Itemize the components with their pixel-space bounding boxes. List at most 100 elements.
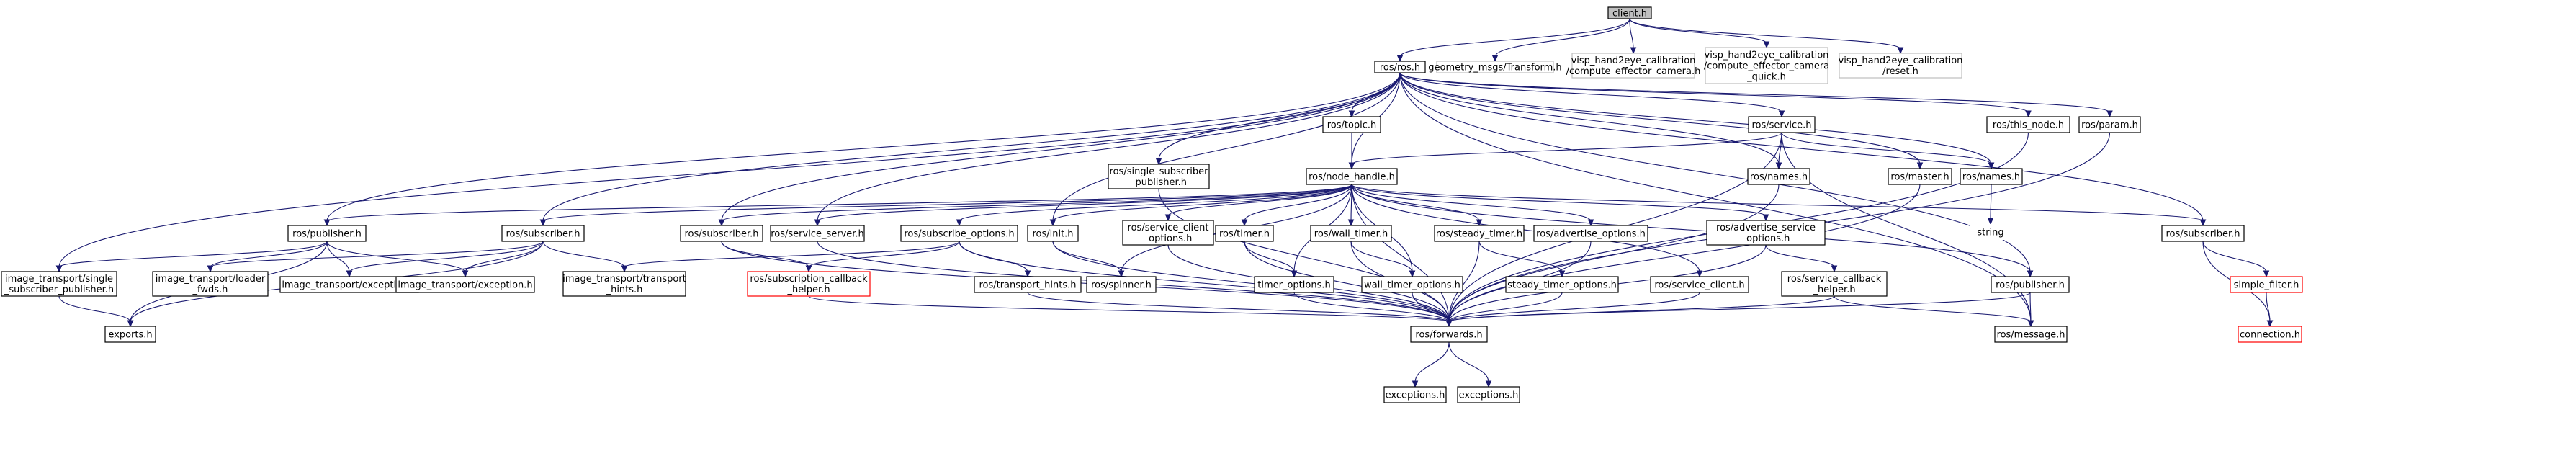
node-label: ros/service_server.h (771, 229, 864, 240)
node-image-transport-loader-fwds-h[interactable]: image_transport/loader_fwds.h (152, 271, 269, 297)
node-box (104, 326, 156, 343)
node-simple-filter-h[interactable]: simple_filter.h (2230, 276, 2303, 293)
node-ros-ros-h[interactable]: ros/ros.h (1374, 61, 1426, 73)
dependency-edge (1781, 132, 1995, 170)
node-steady-timer-options-h[interactable]: steady_timer_options.h (1505, 276, 1619, 293)
node-box (1533, 225, 1648, 242)
node-label: ros/this_node.h (1993, 120, 2064, 131)
node-box (1310, 225, 1392, 242)
node-ros-subscriber-h-c[interactable]: ros/subscriber.h (2161, 225, 2245, 242)
node-ros-service-h[interactable]: ros/service.h (1748, 116, 1816, 133)
dependency-edge (805, 241, 960, 273)
node-ros-service-server-h[interactable]: ros/service_server.h (770, 225, 865, 242)
node-ros-names-h-a[interactable]: ros/names.h (1747, 168, 1810, 185)
node-label: _hints.h (606, 285, 643, 295)
node-ros-param-h[interactable]: ros/param.h (2078, 116, 2141, 133)
node-image-transport-exception-h-b[interactable]: image_transport/exception.h (395, 276, 535, 293)
node-box (1254, 276, 1334, 293)
node-ros-message-h[interactable]: ros/message.h (1994, 326, 2068, 343)
node-ros-master-h[interactable]: ros/master.h (1888, 168, 1952, 185)
node-box (1436, 61, 1554, 73)
node-image-transport-single-subscriber-publisher-h[interactable]: image_transport/single_subscriber_publis… (1, 271, 117, 297)
node-label: ros/advertise_service (1716, 223, 1816, 233)
node-box (1888, 168, 1952, 185)
node-exports-h[interactable]: exports.h (104, 326, 156, 343)
node-box (501, 225, 585, 242)
dependency-edge (1244, 241, 1298, 278)
node-ros-service-client-h[interactable]: ros/service_client.h (1650, 276, 1749, 293)
node-box (1108, 164, 1210, 189)
node-label: timer_options.h (1257, 280, 1330, 291)
node-box (1571, 53, 1695, 79)
node-label: ros/message.h (1997, 330, 2065, 341)
node-string[interactable]: string (1970, 224, 2011, 240)
node-ros-subscription-callback-helper-h[interactable]: ros/subscription_callback_helper.h (747, 271, 871, 297)
node-label: image_transport/loader (156, 274, 266, 285)
node-client-h[interactable]: client.h (1607, 6, 1652, 19)
dependency-edge (1351, 184, 1769, 222)
node-ros-names-h-b[interactable]: ros/names.h (1960, 168, 2023, 185)
node-ros-service-callback-helper-h[interactable]: ros/service_callback_helper.h (1781, 271, 1888, 297)
node-timer-options-h[interactable]: timer_options.h (1254, 276, 1334, 293)
dependency-edge (2266, 292, 2274, 328)
node-label: client.h (1612, 9, 1647, 19)
node-box (2078, 116, 2141, 133)
dependency-edge (1396, 18, 1630, 63)
dependency-edge (207, 241, 544, 273)
node-ros-subscriber-h-b[interactable]: ros/subscriber.h (680, 225, 763, 242)
dependency-edge (207, 241, 328, 273)
node-ros-advertise-service-options-h[interactable]: ros/advertise_service_options.h (1706, 220, 1826, 246)
node-wall-timer-options-h[interactable]: wall_timer_options.h (1361, 276, 1463, 293)
dependency-edge (55, 241, 328, 273)
node-ros-forwards-h[interactable]: ros/forwards.h (1410, 326, 1488, 343)
edge-layer (55, 18, 2274, 388)
dependency-edge (1158, 188, 1453, 328)
node-ros-publisher-h-a[interactable]: ros/publisher.h (287, 225, 367, 242)
node-ros-subscriber-h-a[interactable]: ros/subscriber.h (501, 225, 585, 242)
dependency-edge (814, 184, 1352, 227)
node-ros-steady-timer-h[interactable]: ros/steady_timer.h (1434, 225, 1525, 242)
node-ros-wall-timer-h[interactable]: ros/wall_timer.h (1310, 225, 1392, 242)
node-label: ros/timer.h (1219, 229, 1270, 240)
node-box (770, 225, 865, 242)
node-label: exceptions.h (1459, 390, 1519, 401)
node-exceptions-h-a[interactable]: exceptions.h (1383, 386, 1447, 403)
node-visp-compute-camera-quick[interactable]: visp_hand2eye_calibration/compute_effect… (1704, 47, 1829, 84)
node-box (1607, 6, 1652, 19)
node-ros-single-subscriber-publisher-h[interactable]: ros/single_subscriber_publisher.h (1108, 164, 1210, 189)
node-label: geometry_msgs/Transform.h (1428, 63, 1561, 73)
node-box (2161, 225, 2245, 242)
node-visp-reset[interactable]: visp_hand2eye_calibration/reset.h (1839, 53, 1963, 79)
node-connection-h[interactable]: connection.h (2238, 326, 2302, 343)
node-ros-spinner-h[interactable]: ros/spinner.h (1086, 276, 1157, 293)
node-label: _quick.h (1746, 72, 1786, 83)
node-ros-advertise-options-h[interactable]: ros/advertise_options.h (1533, 225, 1648, 242)
node-ros-topic-h[interactable]: ros/topic.h (1322, 116, 1381, 133)
node-visp-compute-camera[interactable]: visp_hand2eye_calibration/compute_effect… (1566, 53, 1701, 79)
node-box (1960, 168, 2023, 185)
node-image-transport-transport-hints-h[interactable]: image_transport/transport_hints.h (562, 271, 686, 297)
node-image-transport-exception-h-a[interactable]: image_transport/exception.h (279, 276, 419, 293)
dependency-edge (1351, 184, 2034, 278)
node-box (395, 276, 535, 293)
node-box (1705, 47, 1828, 84)
node-box (1706, 220, 1826, 246)
node-exceptions-h-b[interactable]: exceptions.h (1457, 386, 1520, 403)
node-ros-timer-h[interactable]: ros/timer.h (1215, 225, 1274, 242)
node-label: simple_filter.h (2234, 280, 2299, 291)
node-ros-init-h[interactable]: ros/init.h (1027, 225, 1079, 242)
dependency-edge (1445, 292, 2031, 328)
node-ros-transport-hints-h[interactable]: ros/transport_hints.h (974, 276, 1082, 293)
node-box (287, 225, 367, 242)
node-label: ros/node_handle.h (1309, 172, 1395, 183)
dependency-edge (1834, 295, 2034, 328)
node-ros-node-handle-h[interactable]: ros/node_handle.h (1306, 168, 1398, 185)
node-geometry-transform[interactable]: geometry_msgs/Transform.h (1428, 61, 1562, 73)
node-box (152, 271, 269, 297)
node-label: ros/transport_hints.h (979, 280, 1076, 291)
node-ros-publisher-h-b[interactable]: ros/publisher.h (1991, 276, 2070, 293)
node-ros-this-node-h[interactable]: ros/this_node.h (1986, 116, 2070, 133)
node-ros-service-client-options-h[interactable]: ros/service_client_options.h (1122, 220, 1214, 246)
node-label: ros/publisher.h (292, 229, 362, 240)
node-ros-subscribe-options-h[interactable]: ros/subscribe_options.h (900, 225, 1018, 242)
